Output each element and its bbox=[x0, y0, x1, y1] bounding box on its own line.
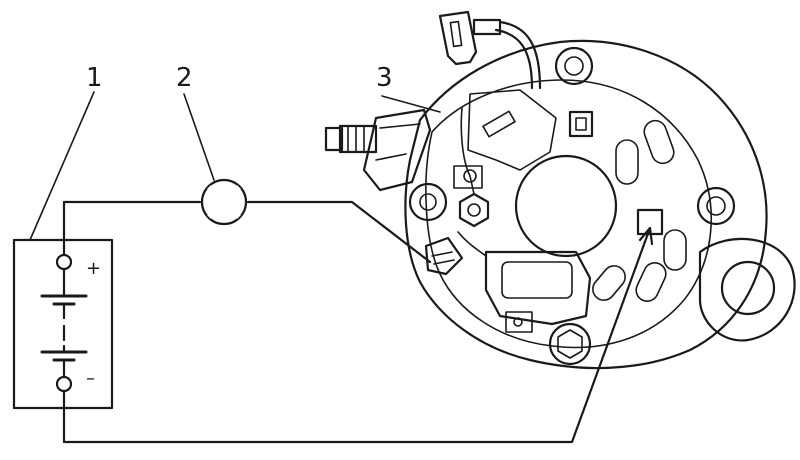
plug-connector bbox=[324, 108, 432, 192]
top-lead bbox=[438, 10, 542, 90]
callout-label-3: 3 bbox=[376, 63, 393, 93]
alternator-housing bbox=[404, 39, 768, 370]
nut-bottom bbox=[548, 322, 592, 366]
voltage-regulator bbox=[484, 250, 592, 333]
wire-lamp-to-alternator bbox=[246, 200, 432, 264]
brush-holder-plate bbox=[467, 89, 557, 171]
battery-case bbox=[12, 238, 114, 410]
nut-left bbox=[408, 182, 448, 222]
battery-negative-terminal bbox=[55, 375, 73, 393]
mounting-ear bbox=[698, 237, 796, 342]
battery: + – bbox=[12, 238, 114, 410]
mounting-hole bbox=[720, 260, 776, 316]
wire-battery-to-ground bbox=[62, 226, 652, 444]
battery-positive-terminal bbox=[55, 253, 73, 271]
callouts: 1 2 3 bbox=[29, 63, 441, 241]
wiring bbox=[62, 200, 654, 444]
callout-label-1: 1 bbox=[86, 63, 103, 93]
nut-top-right bbox=[554, 46, 594, 86]
output-terminal-nut bbox=[458, 192, 490, 228]
ground-arrowhead bbox=[638, 226, 654, 246]
alternator bbox=[324, 10, 796, 370]
callout-label-2: 2 bbox=[176, 63, 193, 93]
ground-terminal bbox=[636, 208, 664, 236]
lamp-body bbox=[200, 178, 248, 226]
battery-negative-sign: – bbox=[86, 368, 95, 389]
cooling-slots bbox=[592, 119, 687, 302]
warning-lamp bbox=[200, 178, 248, 226]
terminal-square bbox=[568, 110, 594, 138]
leader-line-1 bbox=[29, 91, 95, 241]
battery-positive-sign: + bbox=[86, 258, 101, 279]
leader-line-3 bbox=[381, 95, 441, 113]
nut-right bbox=[696, 186, 736, 226]
bearing-boss bbox=[514, 154, 618, 258]
leader-line-2 bbox=[183, 93, 215, 181]
lamp-cross bbox=[207, 185, 241, 219]
wire-battery-to-lamp bbox=[62, 200, 202, 257]
field-terminal-connector bbox=[424, 236, 464, 276]
spade-connector bbox=[438, 10, 478, 66]
